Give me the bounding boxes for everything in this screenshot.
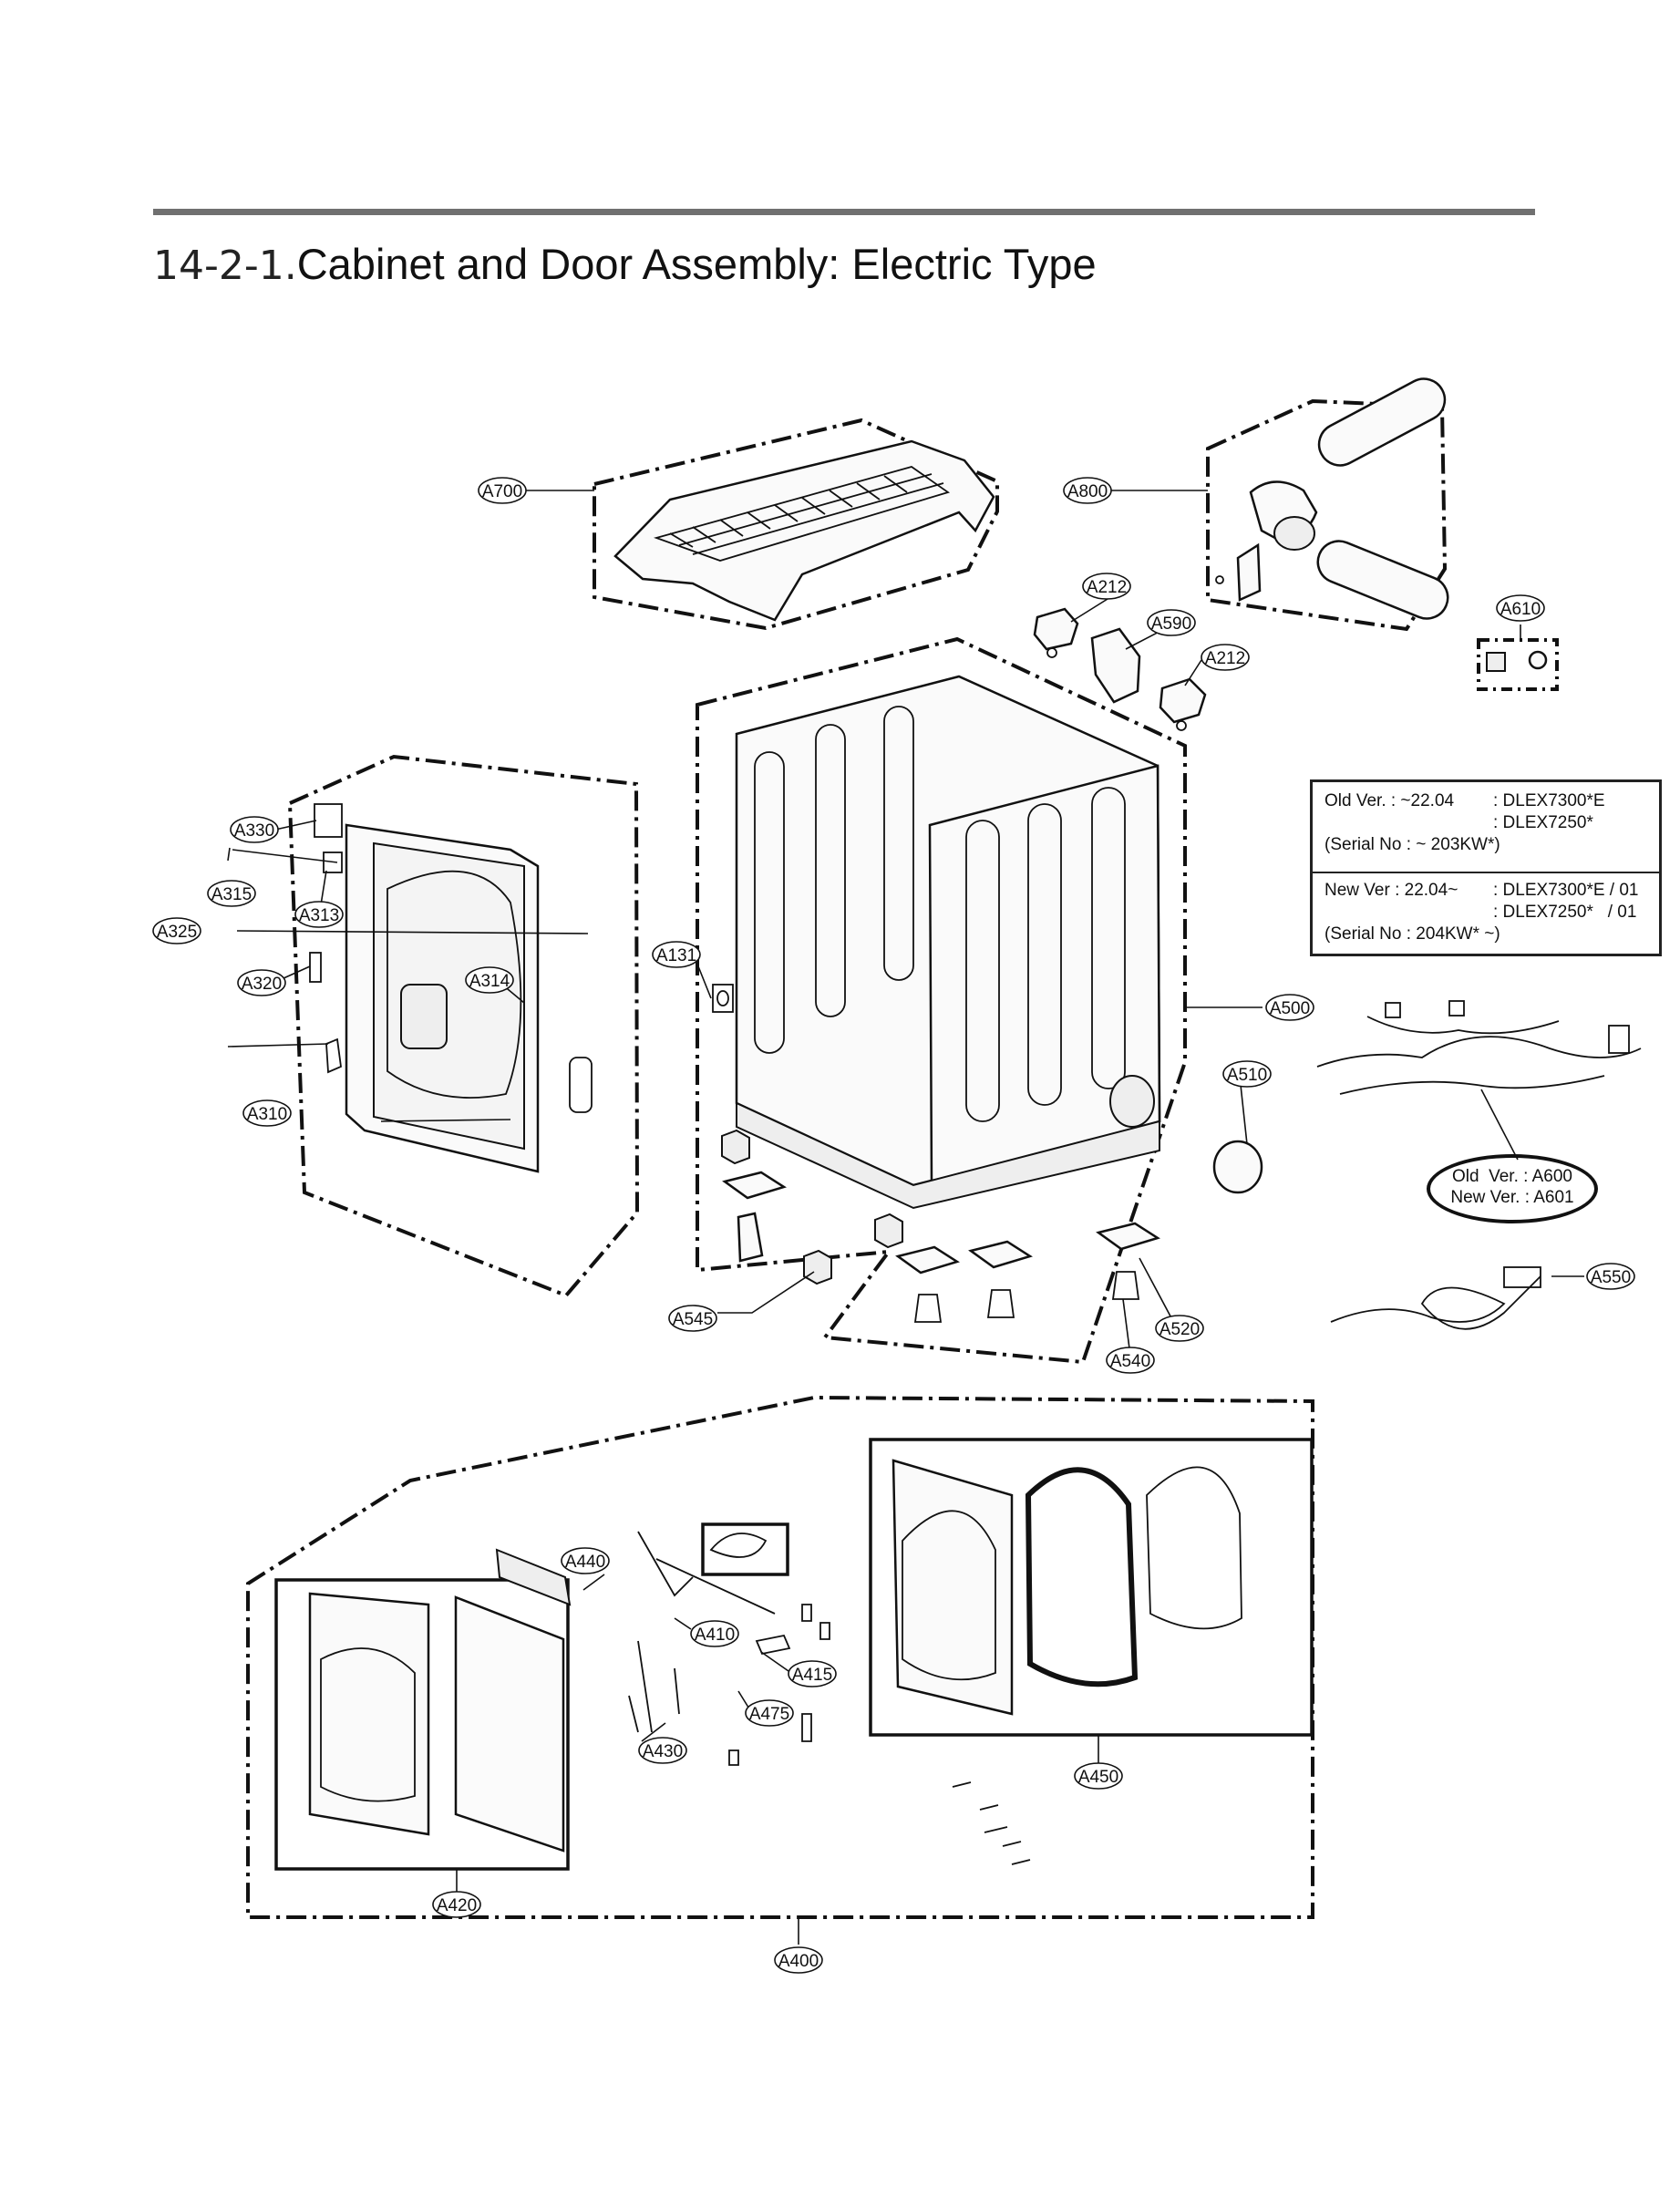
- callout-A212-lower: A212: [1201, 644, 1250, 671]
- top-rule: [153, 209, 1535, 215]
- callout-A315: A315: [207, 880, 256, 907]
- svg-text:A800: A800: [1067, 482, 1108, 501]
- door-group: [246, 1395, 1314, 1919]
- front-panel-group: [287, 754, 640, 1298]
- top-cover-group: [593, 418, 999, 631]
- svg-text:A475: A475: [749, 1705, 789, 1724]
- callout-A450: A450: [1074, 1762, 1123, 1790]
- callout-A330: A330: [230, 816, 279, 843]
- new-version-label: New Ver : 22.04~: [1324, 881, 1458, 900]
- svg-text:A440: A440: [565, 1553, 605, 1572]
- old-version-model-2: : DLEX7250*: [1493, 813, 1593, 832]
- svg-text:A700: A700: [482, 482, 522, 501]
- svg-text:A450: A450: [1078, 1768, 1118, 1787]
- callout-A313: A313: [294, 901, 344, 928]
- old-version-model-1: : DLEX7300*E: [1493, 791, 1605, 810]
- callout-A510: A510: [1222, 1060, 1272, 1088]
- callout-A131: A131: [652, 941, 701, 968]
- svg-text:A330: A330: [234, 821, 274, 841]
- callout-A314: A314: [465, 966, 514, 994]
- new-version-model-1: : DLEX7300*E / 01: [1493, 881, 1639, 900]
- svg-text:A545: A545: [673, 1310, 713, 1329]
- svg-text:A550: A550: [1591, 1268, 1631, 1287]
- callout-A415: A415: [788, 1660, 837, 1687]
- version-note-box: Old Ver. : ~22.04 : DLEX7300*E : DLEX725…: [1310, 779, 1662, 956]
- callout-A400: A400: [774, 1946, 823, 1974]
- callout-A545: A545: [668, 1305, 717, 1332]
- svg-text:A310: A310: [247, 1105, 287, 1124]
- svg-text:A313: A313: [299, 906, 339, 925]
- svg-text:A500: A500: [1270, 999, 1310, 1018]
- harness-old-version: Old Ver. : A600: [1451, 1167, 1573, 1186]
- new-version-model-2: : DLEX7250* / 01: [1493, 903, 1637, 922]
- wire-harness: [1316, 1000, 1642, 1330]
- svg-text:A510: A510: [1227, 1066, 1267, 1085]
- callout-A610: A610: [1496, 594, 1545, 622]
- callout-A700: A700: [478, 477, 527, 504]
- callout-A800: A800: [1063, 477, 1112, 504]
- callout-A520: A520: [1155, 1315, 1204, 1342]
- svg-text:A212: A212: [1087, 578, 1127, 597]
- svg-text:A131: A131: [656, 946, 696, 965]
- cabinet-ribs: [754, 706, 1126, 1122]
- callout-A420: A420: [432, 1891, 481, 1918]
- section-number: 14-2-1.: [153, 243, 297, 289]
- harness-new-version: New Ver. : A601: [1450, 1188, 1574, 1207]
- callout-A310: A310: [242, 1099, 292, 1127]
- exhaust-duct-group: [1206, 377, 1449, 632]
- callout-A430: A430: [638, 1737, 687, 1764]
- leader-lines: [227, 490, 1584, 1945]
- new-version-serial: (Serial No : 204KW* ~): [1324, 924, 1500, 944]
- svg-text:A400: A400: [778, 1952, 819, 1971]
- svg-text:A410: A410: [695, 1626, 735, 1645]
- callout-A325: A325: [152, 917, 201, 944]
- old-version-serial: (Serial No : ~ 203KW*): [1324, 835, 1500, 854]
- cabinet-group: [696, 636, 1187, 1365]
- svg-text:A430: A430: [643, 1742, 683, 1761]
- version-divider: [1313, 872, 1659, 873]
- callout-A410: A410: [690, 1620, 739, 1647]
- svg-text:A540: A540: [1110, 1352, 1150, 1371]
- feet-group: [721, 1129, 1263, 1323]
- callout-A550: A550: [1586, 1263, 1635, 1290]
- svg-text:A415: A415: [792, 1666, 832, 1685]
- old-version-label: Old Ver. : ~22.04: [1324, 791, 1455, 810]
- svg-text:A520: A520: [1160, 1320, 1200, 1339]
- svg-text:A315: A315: [211, 885, 252, 904]
- svg-text:A320: A320: [242, 975, 282, 994]
- callout-A500: A500: [1265, 994, 1314, 1021]
- callout-A212-upper: A212: [1082, 573, 1131, 600]
- page-title: 14-2-1.Cabinet and Door Assembly: Electr…: [153, 239, 1097, 289]
- small-brackets: [1033, 607, 1559, 731]
- svg-text:A212: A212: [1205, 649, 1245, 668]
- callout-A320: A320: [237, 969, 286, 996]
- harness-version-tag: Old Ver. : A600 New Ver. : A601: [1427, 1154, 1598, 1223]
- callout-A440: A440: [561, 1547, 610, 1574]
- callout-A540: A540: [1106, 1347, 1155, 1374]
- callouts: A700 A800 A212 A590 A212 A610 A330 A315 …: [152, 477, 1635, 1974]
- section-title: Cabinet and Door Assembly: Electric Type: [296, 240, 1097, 288]
- svg-text:A590: A590: [1151, 614, 1191, 634]
- callout-A590: A590: [1147, 609, 1196, 636]
- callout-A475: A475: [745, 1699, 794, 1727]
- svg-text:A314: A314: [469, 972, 510, 991]
- svg-text:A610: A610: [1500, 600, 1541, 619]
- svg-text:A325: A325: [157, 923, 197, 942]
- svg-text:A420: A420: [437, 1896, 477, 1915]
